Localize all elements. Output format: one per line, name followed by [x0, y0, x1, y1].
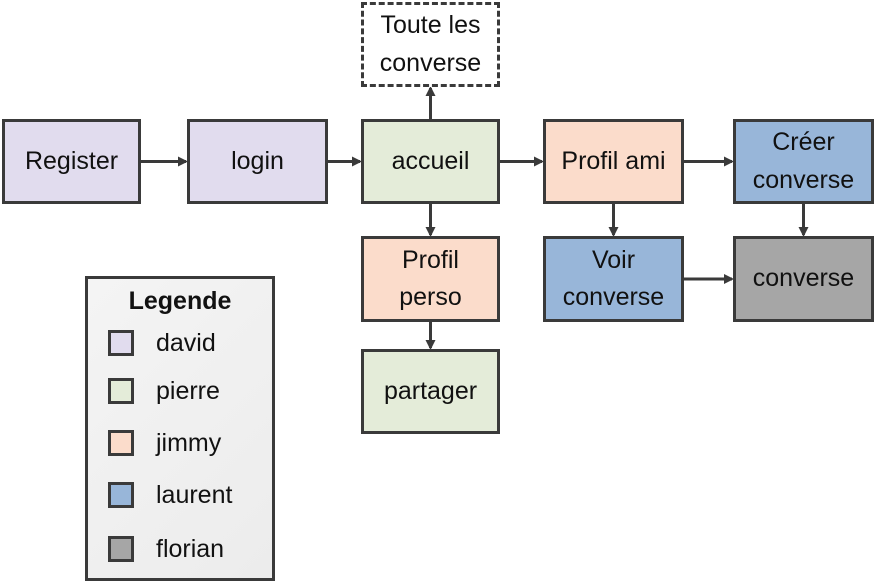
legend-label: david: [156, 329, 216, 357]
legend-item-florian: florian: [108, 533, 268, 565]
node-toutes-converse: Toute les converse: [361, 2, 500, 87]
legend-swatch: [108, 378, 134, 404]
legend-label: pierre: [156, 377, 220, 405]
legend-title: Legende: [128, 287, 232, 315]
legend-swatch: [108, 430, 134, 456]
node-profil-ami: Profil ami: [543, 119, 684, 204]
legend-label: florian: [156, 535, 225, 563]
node-creer-converse: Créer converse: [733, 119, 874, 204]
legend-swatch: [108, 536, 134, 562]
legend-item-jimmy: jimmy: [108, 427, 268, 459]
node-accueil: accueil: [361, 119, 500, 204]
legend-label: jimmy: [156, 429, 222, 457]
legend-swatch: [108, 482, 134, 508]
legend: Legende david pierre jimmy laurent flori…: [85, 276, 275, 581]
node-login: login: [187, 119, 328, 204]
node-register: Register: [2, 119, 141, 204]
legend-item-pierre: pierre: [108, 375, 268, 407]
node-profil-perso: Profil perso: [361, 236, 500, 322]
legend-item-laurent: laurent: [108, 479, 268, 511]
legend-item-david: david: [108, 327, 268, 359]
node-voir-converse: Voir converse: [543, 236, 684, 322]
node-partager: partager: [361, 349, 500, 434]
legend-label: laurent: [156, 481, 233, 509]
legend-swatch: [108, 330, 134, 356]
node-converse: converse: [733, 236, 874, 322]
